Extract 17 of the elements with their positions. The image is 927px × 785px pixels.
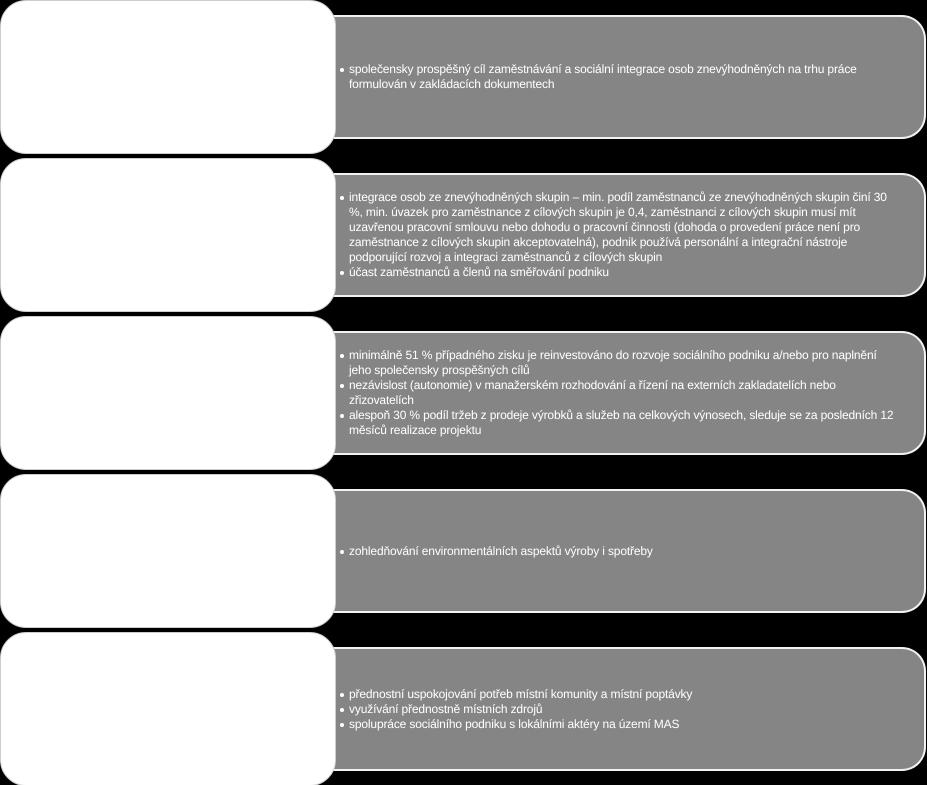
blank-card: [0, 474, 336, 628]
criterion-text: přednostní uspokojování potřeb místní komunity a místní poptávky: [349, 686, 692, 702]
criteria-panel: [333, 15, 926, 139]
blank-card: [0, 632, 336, 785]
blank-card: [0, 0, 336, 154]
criterion-text: zohledňování environmentálních aspektů výroby i spotřeby: [349, 544, 653, 558]
criteria-panel: [333, 331, 926, 455]
blank-card: [0, 158, 336, 312]
criterion-text: společensky prospěšný cíl zaměstnávání a sociální integrace osob znevýhodněných na trhu práce formulován v zakládacích dokumentech: [349, 62, 858, 92]
criterion-text: účast zaměstnanců a členů na směřování podniku: [349, 265, 609, 280]
criteria-panel: [333, 489, 926, 613]
criteria-panel: [333, 647, 926, 771]
blank-card: [0, 316, 336, 470]
criterion-text: spolupráce sociálního podniku s lokálními aktéry na území MAS: [349, 716, 680, 732]
criteria-panel: [333, 173, 926, 297]
criterion-text: využívání přednostně místních zdrojů: [349, 702, 542, 716]
criterion-text: alespoň 30 % podíl tržeb z prodeje výrobků a služeb na celkových výnosech, sleduje se za posledních 12 měsíců realizace projektu: [349, 408, 894, 438]
